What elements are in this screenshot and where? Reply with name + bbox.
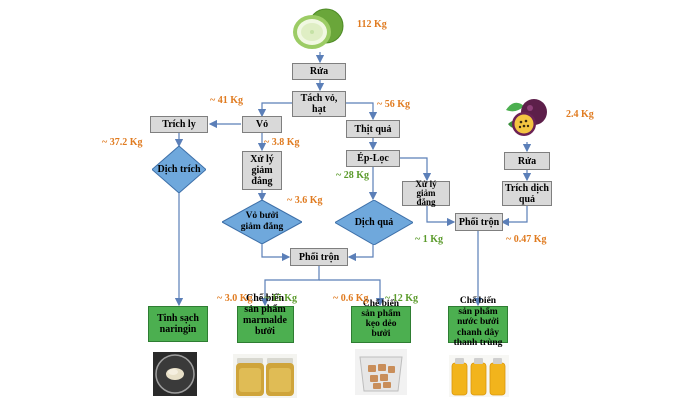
weight-3-0: ~ 3.0 Kg [217, 293, 253, 304]
step-phoi-tron-juice: Phối trộn [455, 213, 503, 231]
pomelo-icon [293, 8, 344, 49]
weight-15: ~ 15 Kg [264, 293, 297, 304]
weight-3-6: ~ 3.6 Kg [287, 195, 323, 206]
step-vo: Vỏ [242, 116, 282, 133]
step-rua-passion: Rửa [504, 152, 550, 170]
product-marmalade-box [237, 306, 294, 343]
naringin-powder-icon [153, 352, 197, 396]
marmalade-jars-icon [233, 354, 297, 398]
weight-2-4: 2.4 Kg [566, 109, 594, 120]
weight-41: ~ 41 Kg [210, 95, 243, 106]
weight-1: ~ 1 Kg [415, 234, 443, 245]
step-rua-pomelo: Rửa [292, 63, 346, 80]
decision-dich-trich: Dịch trích [152, 146, 206, 193]
product-keo-deo-label: Chế biến sản phẩm kẹo dẻo bưởi [361, 299, 401, 339]
juice-bottles-icon [449, 355, 509, 397]
weight-28: ~ 28 Kg [336, 170, 369, 181]
step-trich-ly: Trích ly [150, 116, 208, 133]
decision-vo-buoi-giam-dang: Vỏ bưởi giảm đắng [222, 200, 302, 244]
passion-fruit-icon [506, 99, 547, 136]
product-nuoc-box [448, 306, 508, 343]
decision-dich-qua-label: Dịch quả [354, 217, 394, 228]
step-ep-loc: Ép-Lọc [346, 150, 400, 167]
product-marmalade-label: Chế biến sản phẩm marmalde bưởi [243, 293, 287, 337]
product-keo-deo-box [351, 306, 411, 343]
step-tach-vo-hat: Tách vỏ, hạt [292, 91, 346, 117]
step-xu-ly-giam-dang-1: Xử lý giảm đắng [242, 151, 282, 190]
weight-37-2: ~ 37.2 Kg [102, 137, 143, 148]
decision-vo-buoi-label: Vỏ bưởi giảm đắng [240, 211, 284, 232]
step-thit-qua: Thịt quả [346, 120, 400, 138]
weight-0-6: ~ 0.6 Kg [333, 293, 369, 304]
step-phoi-tron-main: Phối trộn [290, 248, 348, 266]
step-trich-dich-qua: Trích dịch quả [502, 181, 552, 206]
weight-3-8: ~ 3.8 Kg [264, 137, 300, 148]
weight-112: 112 Kg [357, 19, 387, 30]
weight-0-47: ~ 0.47 Kg [506, 234, 547, 245]
weight-12: ~ 12 Kg [385, 293, 418, 304]
weight-56: ~ 56 Kg [377, 99, 410, 110]
decision-dich-trich-label: Dịch trích [157, 164, 201, 175]
product-nuoc-label: Chế biến sản phẩm nước bưởi chanh dây th… [453, 296, 503, 348]
decision-dich-qua: Dịch quả [335, 200, 413, 245]
step-xu-ly-giam-dang-2: Xử lý giảm đắng [402, 180, 450, 207]
product-naringin: Tinh sạch naringin [148, 306, 208, 342]
gummy-cup-icon [355, 349, 407, 395]
